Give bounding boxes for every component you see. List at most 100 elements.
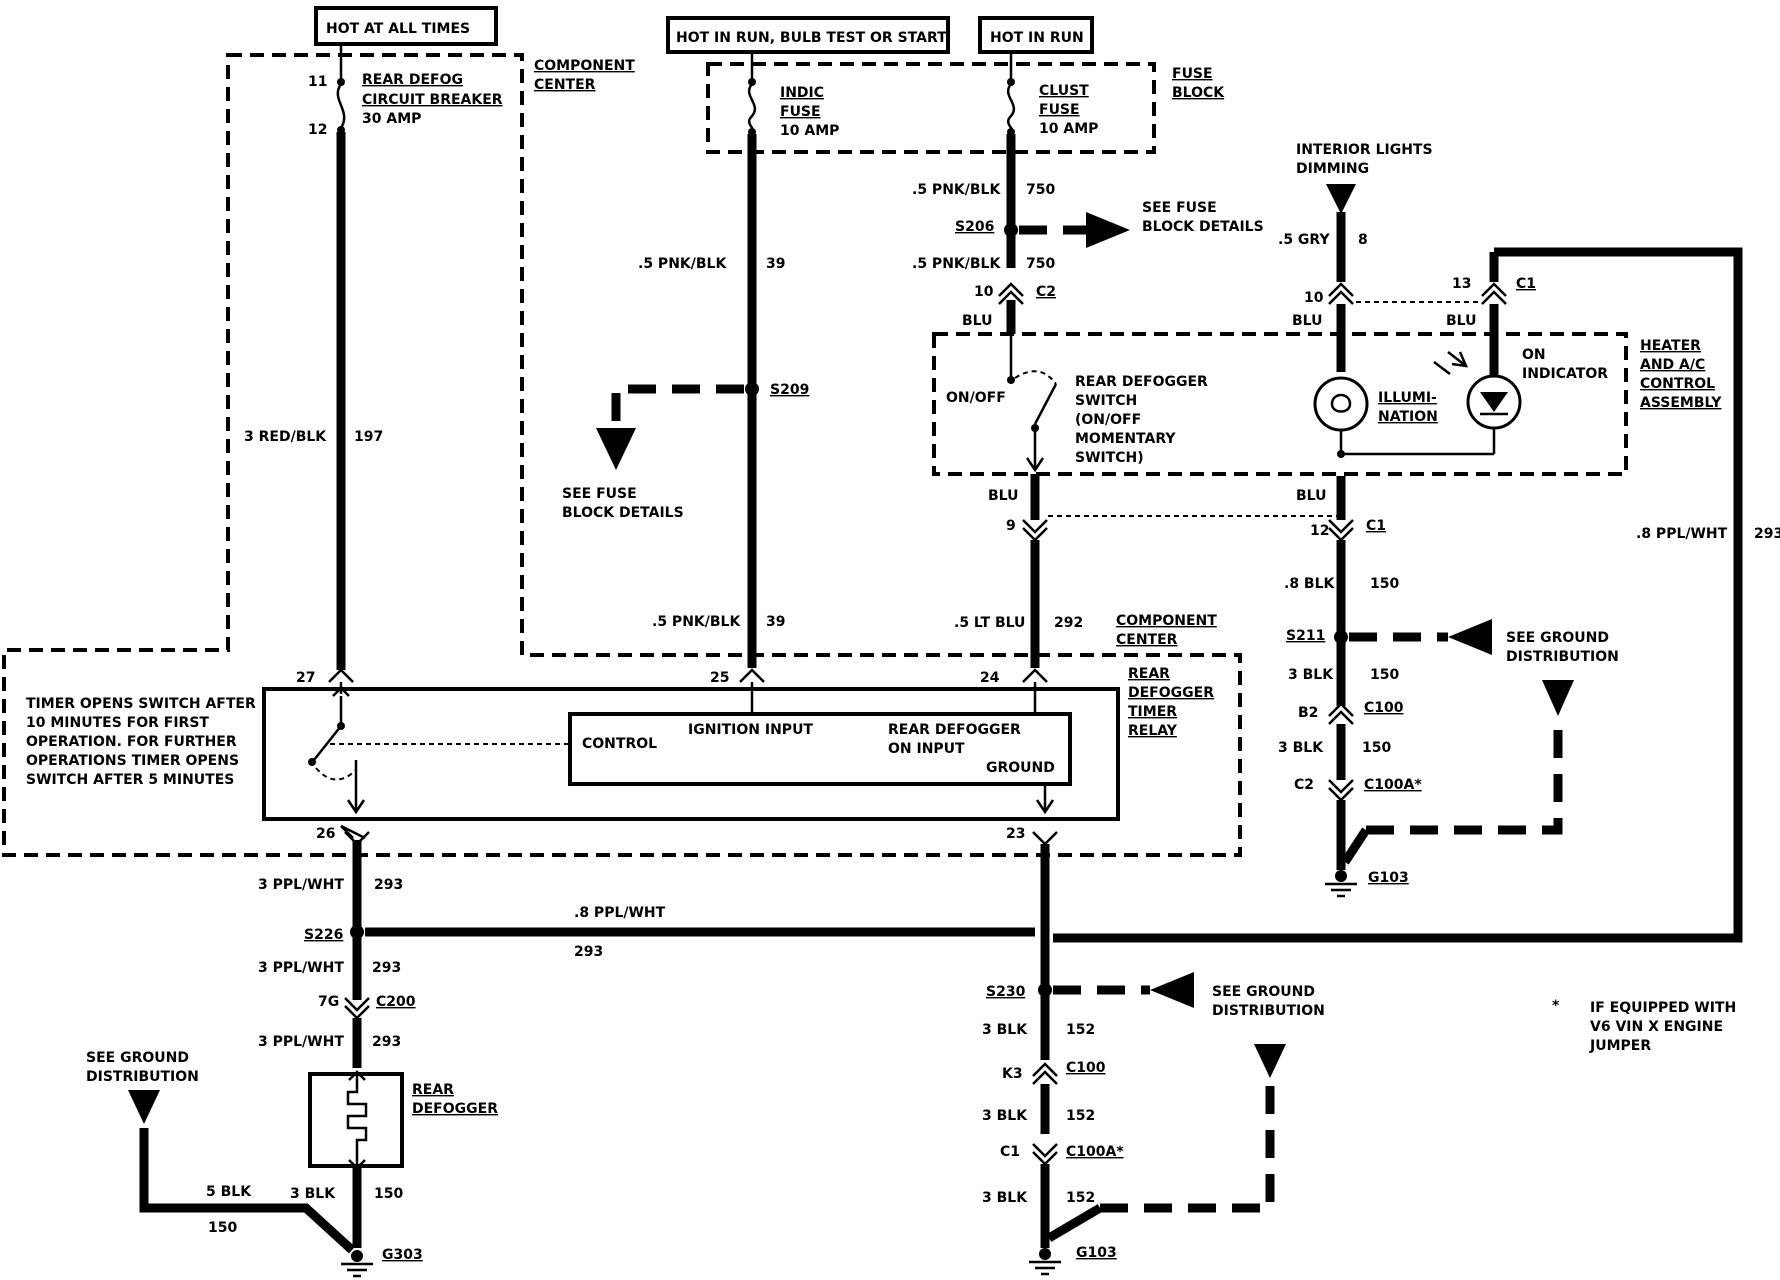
clust-fuse-name: CLUST	[1039, 83, 1089, 99]
wire-8-num: 8	[1358, 232, 1368, 248]
relay-pin-24: 24	[980, 670, 1000, 686]
wire-152-color-c: 3 BLK	[982, 1190, 1028, 1206]
timer-note-3: OPERATION. FOR FURTHER	[26, 734, 237, 750]
dimming-input-arrow	[1326, 184, 1356, 214]
timer-note-2: 10 MINUTES FOR FIRST	[26, 715, 209, 731]
c1-label-a: C1	[1516, 276, 1536, 292]
wire-293-right-num: 293	[1754, 526, 1780, 542]
blu-label-5: BLU	[1446, 313, 1476, 329]
hot-in-run-bulb-box	[666, 16, 950, 54]
on-indicator-2: INDICATOR	[1522, 366, 1608, 382]
see-ground-1b: DISTRIBUTION	[1506, 649, 1619, 665]
relay-title-2: DEFOGGER	[1128, 685, 1214, 701]
ground-g303-dot	[351, 1250, 363, 1262]
ground-g103-b-dot	[1039, 1248, 1051, 1260]
fuse-block-outline	[706, 62, 1156, 154]
see-ground-3a: SEE GROUND	[86, 1050, 189, 1066]
wire-152-color-a: 3 BLK	[982, 1022, 1028, 1038]
connector-c200	[344, 997, 370, 1020]
wire-39-color-b: .5 PNK/BLK	[652, 614, 741, 630]
see-fuse-arrow-2	[1086, 212, 1130, 248]
see-ground-2a: SEE GROUND	[1212, 984, 1315, 1000]
relay-pin-26: 26	[316, 826, 335, 842]
connector-c100-b2	[1328, 702, 1354, 725]
see-fuse-2b: BLOCK DETAILS	[1142, 219, 1264, 235]
blu-label-2: BLU	[988, 488, 1018, 504]
wire-293-a-color: 3 PPL/WHT	[258, 877, 344, 893]
hot-at-all-times-box	[314, 6, 498, 46]
footnote-line-1: IF EQUIPPED WITH	[1590, 1000, 1736, 1016]
relay-defog-in-1: REAR DEFOGGER	[888, 722, 1021, 738]
ground-g303: G303	[382, 1247, 423, 1263]
indic-fuse-name: INDIC	[780, 85, 824, 101]
component-center-b-2: CENTER	[1116, 632, 1178, 648]
hot-in-run-box	[978, 16, 1094, 54]
switch-label-1: REAR DEFOGGER	[1075, 374, 1208, 390]
see-ground-tri-3	[128, 1090, 160, 1124]
clust-fuse-name-2: FUSE	[1039, 102, 1080, 118]
wire-750-num-a: 750	[1026, 182, 1055, 198]
wire-152-num-c: 152	[1066, 1190, 1095, 1206]
c100a-label: C100A*	[1364, 777, 1422, 793]
connector-c1-pin13	[1481, 282, 1507, 305]
switch-label-2: SWITCH	[1075, 393, 1137, 409]
splice-s211-label: S211	[1286, 628, 1325, 644]
wire-g303-150: 150	[208, 1220, 237, 1236]
switch-label-3: (ON/OFF	[1075, 412, 1141, 428]
splice-s230	[1038, 983, 1052, 997]
see-ground-arrow-2	[1150, 972, 1194, 1008]
breaker-pin-12: 12	[308, 122, 327, 138]
connector-c100a-c2	[1328, 779, 1354, 802]
blu-label-1: BLU	[962, 313, 992, 329]
component-center-label-2: CENTER	[534, 77, 596, 93]
wire-293-horiz-color: .8 PPL/WHT	[574, 905, 666, 921]
relay-ignition-label: IGNITION INPUT	[688, 722, 813, 738]
wire-152-num-a: 152	[1066, 1022, 1095, 1038]
c1-pin9: 9	[1006, 518, 1016, 534]
indic-fuse-rating: 10 AMP	[780, 123, 839, 139]
relay-title-1: REAR	[1128, 666, 1170, 682]
wire-750-color-b: .5 PNK/BLK	[912, 256, 1001, 272]
illumination-1: ILLUMI-	[1378, 390, 1437, 406]
rear-defogger-grid-icon	[346, 1076, 368, 1164]
indic-fuse-name-2: FUSE	[780, 104, 821, 120]
clust-fuse-icon	[1006, 83, 1016, 133]
timer-note-1: TIMER OPENS SWITCH AFTER	[26, 696, 256, 712]
breaker-name: REAR DEFOG	[362, 72, 463, 88]
hvac-control-outline	[932, 332, 1628, 476]
hvac-title-1: HEATER	[1640, 338, 1701, 354]
clust-fuse-rating: 10 AMP	[1039, 121, 1098, 137]
splice-s206	[1004, 223, 1018, 237]
wire-39-num-b: 39	[766, 614, 785, 630]
wire-150-color-a: .8 BLK	[1284, 576, 1336, 592]
see-fuse-1b: BLOCK DETAILS	[562, 505, 684, 521]
see-ground-tri-1	[1542, 680, 1574, 716]
on-indicator-1: ON	[1522, 347, 1546, 363]
connector-c1-pin10	[1328, 282, 1354, 305]
splice-s206-label: S206	[955, 219, 994, 235]
relay-pin-27: 27	[296, 670, 315, 686]
wire-197-num: 197	[354, 429, 383, 445]
wire-293-c-num: 293	[372, 1034, 401, 1050]
connector-c100-k3	[1032, 1062, 1058, 1085]
splice-s226-label: S226	[304, 927, 343, 943]
c100a-c2-pin: C2	[1294, 777, 1314, 793]
wire-g303-5blk-line	[139, 1128, 356, 1254]
c100a-label-b: C100A*	[1066, 1144, 1124, 1160]
c1-pin13: 13	[1452, 276, 1471, 292]
c200-pin: 7G	[318, 994, 339, 1010]
c1-pin12: 12	[1310, 523, 1329, 539]
ground-g103-a: G103	[1368, 870, 1409, 886]
wire-150-num-a: 150	[1370, 576, 1399, 592]
c1-pin10: 10	[1304, 290, 1324, 306]
breaker-pin-11: 11	[308, 74, 327, 90]
splice-s230-label: S230	[986, 984, 1026, 1000]
hot-at-all-times-label: HOT AT ALL TIMES	[326, 21, 470, 37]
timer-note-5: SWITCH AFTER 5 MINUTES	[26, 772, 234, 788]
wire-8-color: .5 GRY	[1278, 232, 1330, 248]
splice-s211	[1334, 630, 1348, 644]
see-ground-3b: DISTRIBUTION	[86, 1069, 199, 1085]
fuse-block-label-2: BLOCK	[1172, 85, 1225, 101]
rear-defogger-label-2: DEFOGGER	[412, 1101, 498, 1117]
